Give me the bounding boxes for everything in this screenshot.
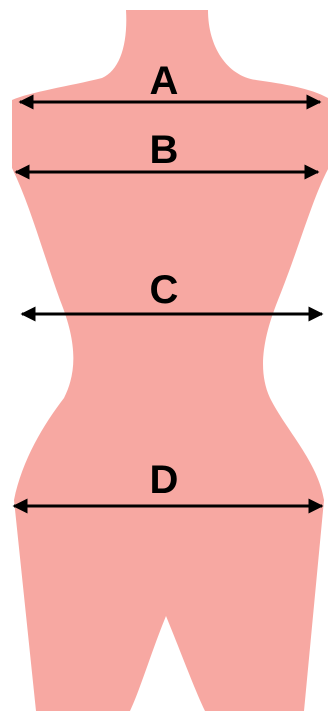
label-c: C: [150, 268, 179, 312]
dress-form-silhouette: [12, 10, 328, 711]
label-a: A: [150, 59, 179, 103]
label-d: D: [150, 458, 179, 502]
label-b: B: [150, 128, 179, 172]
